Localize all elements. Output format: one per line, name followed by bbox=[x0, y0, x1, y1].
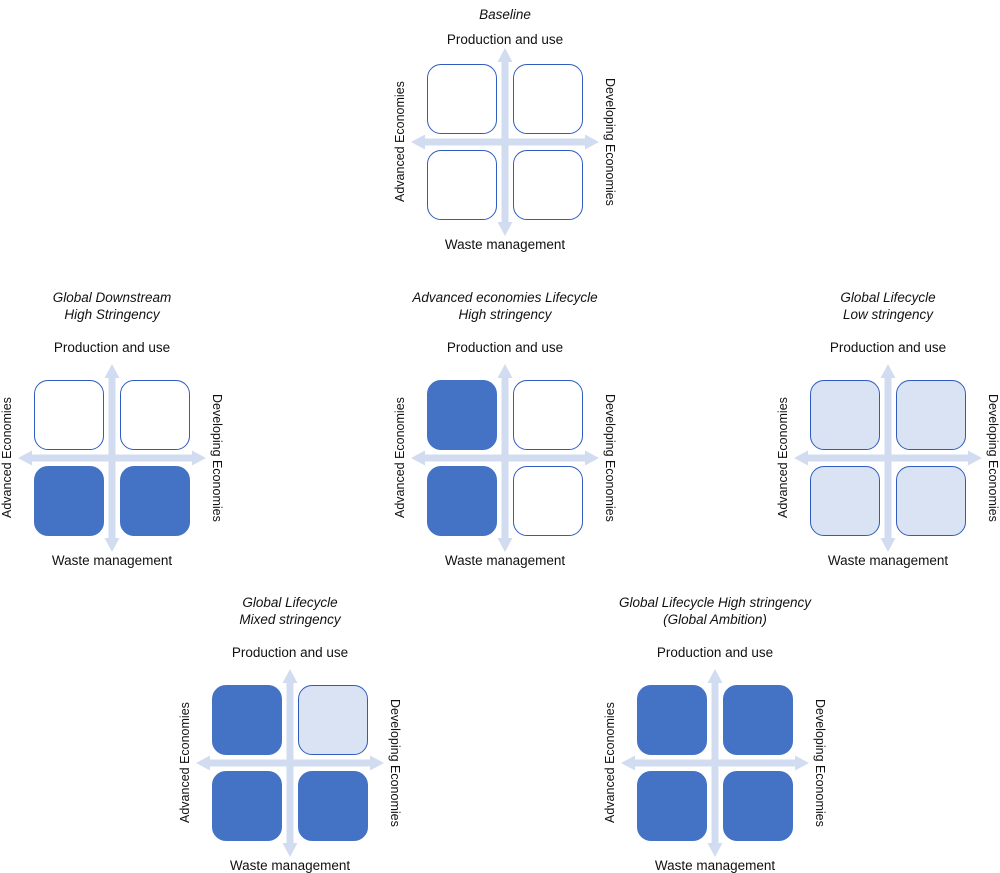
diagram-title-line: Global Lifecycle bbox=[840, 290, 936, 305]
quadrant-top-right-empty bbox=[120, 380, 190, 450]
axes-cross-arrows-icon bbox=[411, 364, 599, 552]
quadrant-top-left-light bbox=[810, 380, 880, 450]
axis-label-production-and-use: Production and use bbox=[829, 340, 947, 355]
axes-cross-arrows-icon bbox=[621, 669, 809, 857]
quadrant-grid bbox=[34, 380, 190, 536]
axes-cross-arrows-icon bbox=[196, 669, 384, 857]
axis-label-production-and-use: Production and use bbox=[446, 340, 564, 355]
quadrant-bottom-right-dark bbox=[723, 771, 793, 841]
quadrant-top-right-empty bbox=[513, 64, 583, 134]
axis-label-advanced-economies: Advanced Economies bbox=[393, 81, 407, 203]
diagram-title-line: Advanced economies Lifecycle bbox=[412, 290, 598, 305]
diagram-title-line: Low stringency bbox=[842, 307, 934, 322]
diagram-title-line: High Stringency bbox=[64, 307, 160, 322]
axis-label-advanced-economies: Advanced Economies bbox=[178, 702, 192, 824]
axis-label-waste-management: Waste management bbox=[229, 858, 351, 873]
quadrant-top-right-empty bbox=[513, 380, 583, 450]
axis-label-waste-management: Waste management bbox=[51, 553, 173, 568]
diagram-title-line: Global Lifecycle bbox=[242, 595, 338, 610]
quadrant-area bbox=[794, 364, 982, 552]
quadrant-bottom-right-dark bbox=[120, 466, 190, 536]
quadrant-area bbox=[411, 48, 599, 236]
diagram-title-line: Global Lifecycle High stringency bbox=[618, 595, 812, 610]
quadrant-bottom-right-light bbox=[896, 466, 966, 536]
quadrant-area bbox=[621, 669, 809, 857]
quadrant-grid bbox=[427, 380, 583, 536]
axis-label-production-and-use: Production and use bbox=[656, 645, 774, 660]
quadrant-bottom-right-empty bbox=[513, 150, 583, 220]
quadrant-grid bbox=[427, 64, 583, 220]
quadrant-top-right-dark bbox=[723, 685, 793, 755]
axis-label-developing-economies: Developing Economies bbox=[388, 699, 402, 827]
scenario-diagram-5: Global Lifecycle High stringency (Global … bbox=[603, 594, 827, 873]
diagram-middle-row: Advanced Economies Developing Econ bbox=[603, 669, 827, 857]
quadrant-grid bbox=[212, 685, 368, 841]
quadrant-grid bbox=[637, 685, 793, 841]
quadrant-bottom-left-dark bbox=[212, 771, 282, 841]
quadrant-area bbox=[18, 364, 206, 552]
axis-label-waste-management: Waste management bbox=[654, 858, 776, 873]
diagram-title: Global Lifecycle High stringency (Global … bbox=[619, 594, 811, 628]
quadrant-bottom-left-light bbox=[810, 466, 880, 536]
quadrant-top-left-dark bbox=[637, 685, 707, 755]
quadrant-top-right-light bbox=[298, 685, 368, 755]
quadrant-top-left-dark bbox=[427, 380, 497, 450]
quadrant-bottom-left-dark bbox=[427, 466, 497, 536]
diagram-middle-row: Advanced Economies Developing Econ bbox=[776, 364, 1000, 552]
diagram-title-line: (Global Ambition) bbox=[663, 612, 767, 627]
axis-label-waste-management: Waste management bbox=[444, 237, 566, 252]
quadrant-bottom-left-dark bbox=[34, 466, 104, 536]
quadrant-bottom-right-empty bbox=[513, 466, 583, 536]
axis-label-advanced-economies: Advanced Economies bbox=[776, 397, 790, 519]
axis-label-developing-economies: Developing Economies bbox=[210, 394, 224, 522]
axis-label-advanced-economies: Advanced Economies bbox=[0, 397, 14, 519]
axis-label-waste-management: Waste management bbox=[444, 553, 566, 568]
diagram-middle-row: Advanced Economies Developing Econ bbox=[0, 364, 224, 552]
diagram-title-line: Global Downstream bbox=[52, 290, 172, 305]
quadrant-top-left-empty bbox=[427, 64, 497, 134]
axis-label-advanced-economies: Advanced Economies bbox=[603, 702, 617, 824]
axis-label-developing-economies: Developing Economies bbox=[986, 394, 1000, 522]
diagram-middle-row: Advanced Economies Developing Econ bbox=[178, 669, 402, 857]
quadrant-bottom-left-dark bbox=[637, 771, 707, 841]
axes-cross-arrows-icon bbox=[18, 364, 206, 552]
diagram-middle-row: Advanced Economies Developing Econ bbox=[393, 364, 617, 552]
scenario-diagram-0: Baseline Production and use Advanced Eco… bbox=[393, 6, 617, 253]
axes-cross-arrows-icon bbox=[794, 364, 982, 552]
axes-cross-arrows-icon bbox=[411, 48, 599, 236]
diagram-title: Baseline bbox=[479, 6, 531, 23]
quadrant-top-left-empty bbox=[34, 380, 104, 450]
quadrant-bottom-left-empty bbox=[427, 150, 497, 220]
axis-label-developing-economies: Developing Economies bbox=[603, 78, 617, 206]
diagram-title-line: High stringency bbox=[458, 307, 552, 322]
axis-label-developing-economies: Developing Economies bbox=[603, 394, 617, 522]
quadrant-area bbox=[411, 364, 599, 552]
diagram-title-line: Baseline bbox=[479, 7, 531, 22]
axis-label-advanced-economies: Advanced Economies bbox=[393, 397, 407, 519]
quadrant-bottom-right-dark bbox=[298, 771, 368, 841]
axis-label-production-and-use: Production and use bbox=[231, 645, 349, 660]
axis-label-production-and-use: Production and use bbox=[53, 340, 171, 355]
quadrant-area bbox=[196, 669, 384, 857]
quadrant-top-left-dark bbox=[212, 685, 282, 755]
diagram-title-line: Mixed stringency bbox=[239, 612, 341, 627]
diagram-middle-row: Advanced Economies Developing Econ bbox=[393, 48, 617, 236]
axis-label-developing-economies: Developing Economies bbox=[813, 699, 827, 827]
quadrant-grid bbox=[810, 380, 966, 536]
axis-label-production-and-use: Production and use bbox=[446, 32, 564, 47]
axis-label-waste-management: Waste management bbox=[827, 553, 949, 568]
quadrant-top-right-light bbox=[896, 380, 966, 450]
